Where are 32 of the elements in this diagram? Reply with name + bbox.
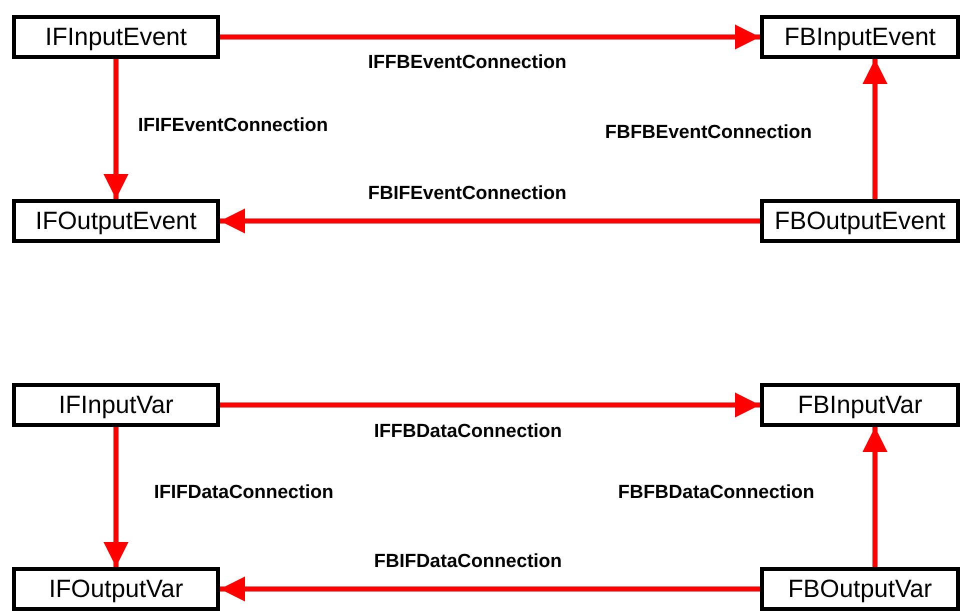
arrow xyxy=(220,208,760,234)
node-label: IFInputEvent xyxy=(45,22,187,52)
arrow xyxy=(104,59,128,199)
edge-label: IFIFEventConnection xyxy=(138,115,328,137)
node-label: FBOutputEvent xyxy=(774,206,946,236)
edge-label: IFIFDataConnection xyxy=(154,482,334,504)
node-box xyxy=(12,15,220,59)
node-box xyxy=(760,199,960,243)
node-box xyxy=(760,15,960,59)
edge-label: IFFBEventConnection xyxy=(368,52,566,74)
node-label: FBInputVar xyxy=(798,390,922,420)
node-label: IFOutputVar xyxy=(48,574,184,604)
edge-label: IFFBDataConnection xyxy=(374,421,562,443)
edge-label: FBIFEventConnection xyxy=(368,183,566,205)
edge-label: FBFBEventConnection xyxy=(605,122,812,144)
node-box xyxy=(760,383,960,427)
node-label: FBInputEvent xyxy=(784,22,936,52)
arrow xyxy=(220,576,760,602)
edge-label: FBIFDataConnection xyxy=(374,551,562,573)
node-label: IFInputVar xyxy=(58,390,174,420)
node-box xyxy=(12,383,220,427)
node-label: FBOutputVar xyxy=(788,574,932,604)
node-box xyxy=(12,567,220,611)
node-box xyxy=(760,567,960,611)
edge-label: FBFBDataConnection xyxy=(618,482,814,504)
arrow xyxy=(104,427,128,567)
arrow xyxy=(862,59,888,199)
node-box xyxy=(12,199,220,243)
node-label: IFOutputEvent xyxy=(35,206,197,236)
arrow xyxy=(220,392,760,418)
arrow xyxy=(220,24,760,50)
arrow xyxy=(862,427,888,567)
